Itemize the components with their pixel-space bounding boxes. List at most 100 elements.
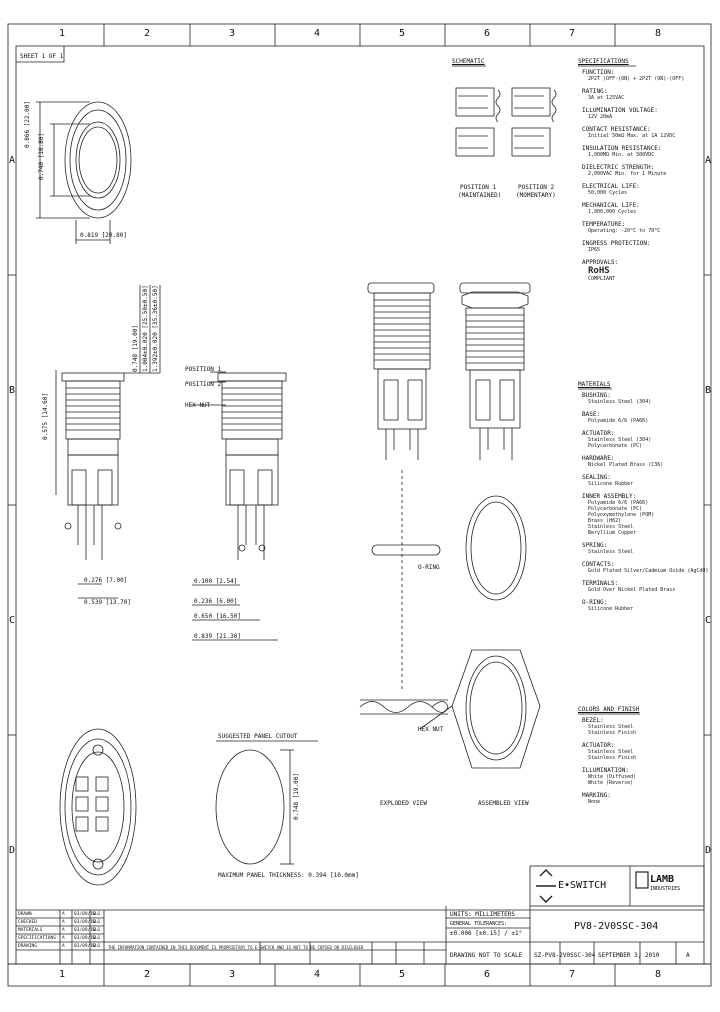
- specifications-value: 1,000,000 Cycles: [588, 209, 637, 215]
- specifications-label: MECHANICAL LIFE:: [582, 202, 640, 209]
- panel-cutout: [215, 740, 318, 865]
- rev-label: DRAWING: [18, 944, 37, 949]
- rev-letter: A: [62, 944, 65, 949]
- specifications-value: 2P2T (OFF-(ON) + 2P2T (ON)-(OFF): [588, 76, 685, 82]
- front-view-top: [36, 101, 132, 244]
- scale-note: DRAWING NOT TO SCALE: [450, 952, 523, 959]
- sheet-label: SHEET 1 OF 1: [20, 53, 64, 60]
- materials-value: Nickel Plated Brass (C36): [588, 462, 664, 468]
- materials-value: Silicone Rubber: [588, 481, 634, 487]
- colors_finish-value: Stainless Finish: [588, 755, 637, 761]
- schematic-pos1: POSITION 1: [460, 184, 497, 191]
- col-label-bottom: 1: [58, 969, 66, 980]
- rev-letter: A: [62, 928, 65, 933]
- assembled-view: [419, 282, 541, 769]
- specifications-value: RoHS: [588, 266, 610, 276]
- dim-r-bot3: 0.650 [16.50]: [194, 613, 241, 620]
- rev-label: SPECIFICATIONS: [18, 936, 56, 941]
- schematic-title: SCHEMATIC: [452, 58, 485, 65]
- row-label: A: [8, 155, 16, 166]
- materials-value: Stainless Steel (304): [588, 399, 652, 405]
- col-label: 5: [398, 28, 406, 39]
- materials-value: Polycarbonate (PC): [588, 443, 643, 449]
- row-label: C: [704, 615, 712, 626]
- dim-side-h2: 1.004±0.020 [25.50±0.50]: [142, 285, 149, 372]
- specifications-label: RATING:: [582, 88, 608, 95]
- rev-date: 03/09/10: [74, 936, 96, 941]
- colors_finish-value: Stainless Steel: [588, 724, 634, 730]
- specifications-value: Initial 50mΩ Max. at 1A 12VDC: [588, 133, 676, 139]
- materials-value: Stainless Steel (304): [588, 437, 652, 443]
- drawing-date: SEPTEMBER 3, 2010: [598, 952, 660, 959]
- specifications-value: 1,000MΩ Min. at 500VDC: [588, 152, 655, 158]
- title-block: [16, 865, 705, 964]
- schematic-pos2: POSITION 2: [518, 184, 555, 191]
- materials-value: Stainless Steel: [588, 549, 634, 555]
- drawing-rev: A: [686, 952, 690, 959]
- specifications-value: 2,000VAC Min. for 1 Minute: [588, 171, 667, 177]
- specifications-value: COMPLIANT: [588, 276, 616, 282]
- dim-r-bot1: 0.100 [2.54]: [194, 578, 238, 585]
- materials-value: Polycarbonate (PC): [588, 506, 643, 512]
- proprietary-note: THE INFORMATION CONTAINED IN THIS DOCUME…: [108, 945, 364, 950]
- colors_finish-value: Stainless Steel: [588, 749, 634, 755]
- schematic: [455, 87, 557, 157]
- dim-bot2: 0.539 [13.70]: [84, 599, 131, 606]
- dim-side-h1: 0.748 [19.00]: [132, 325, 139, 372]
- eswitch-logo: E•SWITCH: [558, 880, 607, 891]
- units-label: UNITS: MILLIMETERS: [450, 911, 516, 918]
- label-oring: O-RING: [418, 564, 440, 571]
- colors_finish-value: White (Diffused): [588, 774, 637, 780]
- col-label-bottom: 6: [483, 969, 491, 980]
- dim-r-bot2: 0.236 [6.00]: [194, 598, 238, 605]
- specifications-label: APPROVALS:: [582, 259, 619, 266]
- label-hexnut-side: HEX NUT: [185, 402, 211, 409]
- assembled-view-label: ASSEMBLED VIEW: [478, 800, 529, 807]
- exploded-view-label: EXPLODED VIEW: [380, 800, 427, 807]
- materials-label: TERMINALS:: [582, 580, 619, 587]
- rev-by: SLG: [92, 944, 101, 949]
- materials-label: O-RING:: [582, 599, 608, 606]
- colors_finish-title: COLORS AND FINISH: [578, 706, 640, 713]
- rev-letter: A: [62, 920, 65, 925]
- specifications-title: SPECIFICATIONS: [578, 58, 629, 65]
- exploded-view: [359, 282, 449, 715]
- rev-label: MATERIALS: [18, 928, 43, 933]
- materials-value: Gold Over Nickel Plated Brass: [588, 587, 676, 593]
- materials-value: Silicone Rubber: [588, 606, 634, 612]
- rev-by: SLG: [92, 936, 101, 941]
- side-view-2: [190, 371, 287, 641]
- rev-by: SLG: [92, 912, 101, 917]
- materials-label: BASE:: [582, 411, 601, 418]
- rev-letter: A: [62, 936, 65, 941]
- colors_finish-value: White (Reverse): [588, 780, 634, 786]
- specifications-value: IP65: [588, 247, 601, 253]
- col-label: 2: [143, 28, 151, 39]
- colors_finish-label: ACTUATOR:: [582, 742, 615, 749]
- materials-label: INNER ASSEMBLY:: [582, 493, 637, 500]
- colors_finish-value: Stainless Finish: [588, 730, 637, 736]
- materials-value: Beryllium Copper: [588, 530, 637, 536]
- specifications-label: INSULATION RESISTANCE:: [582, 145, 662, 152]
- col-label: 7: [568, 28, 576, 39]
- tolerance-value: ±0.006 [±0.15] / ±1°: [450, 930, 523, 937]
- rev-label: CHECKED: [18, 920, 37, 925]
- col-label: 8: [654, 28, 662, 39]
- col-label-bottom: 7: [568, 969, 576, 980]
- col-label-bottom: 3: [228, 969, 236, 980]
- rev-label: DRAWN: [18, 912, 32, 917]
- materials-label: BUSHING:: [582, 392, 611, 399]
- colors_finish-label: BEZEL:: [582, 717, 604, 724]
- schematic-pos2-sub: (MOMENTARY): [516, 192, 556, 199]
- colors_finish-label: MARKING:: [582, 792, 611, 799]
- panel-cutout-dim: 0.748 [19.00]: [293, 773, 300, 820]
- row-label: B: [704, 385, 712, 396]
- label-hexnut: HEX NUT: [418, 726, 444, 733]
- dim-side-h3: 1.392±0.020 [35.36±0.50]: [152, 285, 159, 372]
- dim-side-left: 0.575 [14.60]: [42, 393, 49, 440]
- dim-r-bot4: 0.839 [21.30]: [194, 633, 241, 640]
- rev-letter: A: [62, 912, 65, 917]
- materials-label: ACTUATOR:: [582, 430, 615, 437]
- specifications-value: 3A at 125VAC: [588, 95, 625, 101]
- materials-label: SEALING:: [582, 474, 611, 481]
